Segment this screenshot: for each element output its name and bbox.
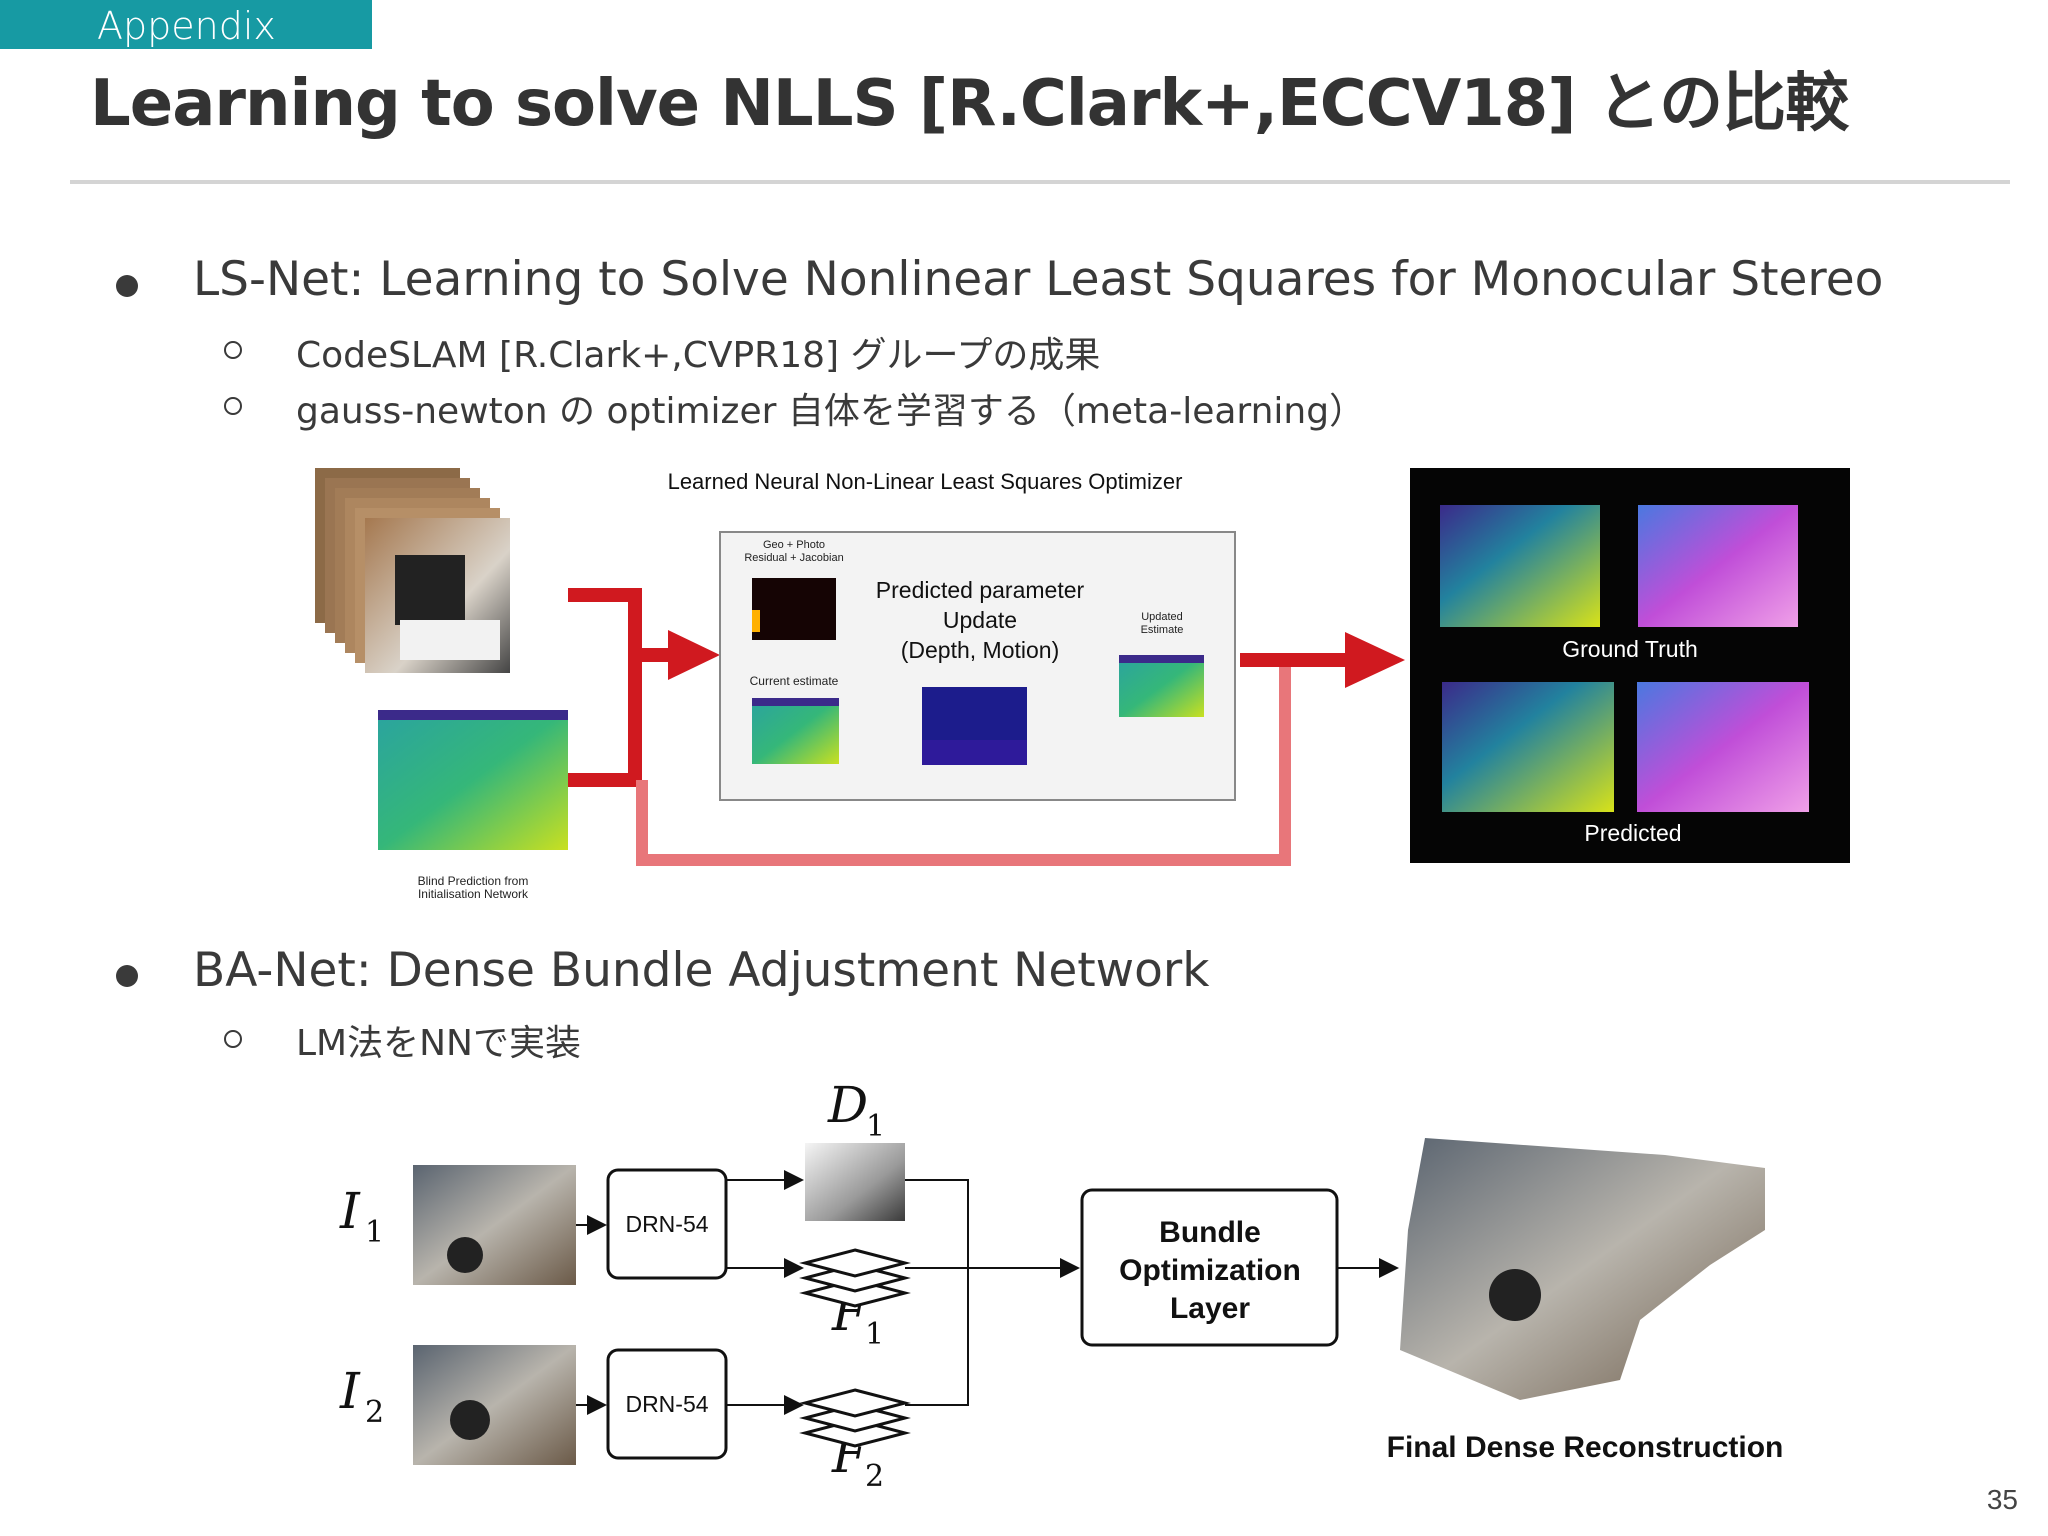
blind-prediction-label-2: Initialisation Network	[418, 887, 529, 901]
gt-normal-image	[1638, 505, 1798, 627]
sub-bullet-meta-learning: gauss-newton の optimizer 自体を学習する（meta-le…	[296, 391, 1366, 432]
dense-reconstruction-image	[1400, 1138, 1765, 1400]
section-tag-label: Appendix	[97, 4, 276, 48]
i1-symbol: I	[339, 1182, 361, 1240]
red-flow-arrows	[568, 588, 1405, 866]
residual-image	[752, 578, 836, 640]
bol-label-3: Layer	[1170, 1292, 1250, 1325]
depth-map-d1	[805, 1143, 905, 1221]
current-estimate-label: Current estimate	[750, 674, 839, 688]
updated-estimate-label-2: Estimate	[1141, 624, 1184, 636]
f2-subscript: 2	[865, 1459, 884, 1494]
sub-bullet-marker	[224, 341, 242, 359]
ground-truth-label: Ground Truth	[1562, 636, 1698, 662]
bullet-marker	[116, 965, 138, 987]
drn-box-top	[606, 1168, 728, 1280]
pred-depth-image	[1442, 682, 1614, 812]
sub-bullet-marker	[224, 1030, 242, 1048]
optimizer-title: Learned Neural Non-Linear Least Squares …	[668, 469, 1183, 494]
update-label-2: Update	[943, 607, 1017, 633]
final-reconstruction-label: Final Dense Reconstruction	[1387, 1431, 1784, 1464]
blind-prediction-label-1: Blind Prediction from	[418, 874, 529, 888]
sub-bullet-codeslam: CodeSLAM [R.Clark+,CVPR18] グループの成果	[296, 335, 1101, 376]
current-estimate-image	[752, 698, 839, 764]
pred-normal-image	[1637, 682, 1809, 812]
sub-bullet-marker	[224, 397, 242, 415]
bullet-marker	[116, 275, 138, 297]
initial-depth-map	[378, 710, 568, 850]
feature-stack-f1-icon	[799, 1248, 911, 1308]
page-title: Learning to solve NLLS [R.Clark+,ECCV18]…	[90, 67, 1849, 141]
update-label-1: Predicted parameter	[876, 577, 1085, 603]
input-image-1	[413, 1165, 576, 1285]
d1-subscript: 1	[866, 1109, 885, 1144]
predicted-label: Predicted	[1584, 820, 1681, 846]
section-tag: Appendix	[0, 0, 372, 49]
i1-subscript: 1	[365, 1215, 384, 1250]
gt-depth-image	[1440, 505, 1600, 627]
update-label-3: (Depth, Motion)	[901, 637, 1060, 663]
bol-label-2: Optimization	[1119, 1254, 1301, 1287]
banet-figure: I 1 I 2 D 1 F 1 F 2 DRN-54 DRN-54 Bundle…	[339, 1080, 1784, 1494]
f1-subscript: 1	[865, 1317, 884, 1352]
feature-stack-f2-icon	[799, 1388, 911, 1448]
lsnet-figure: Blind Prediction from Initialisation Net…	[315, 468, 1850, 901]
residual-label-2: Residual + Jacobian	[744, 552, 843, 564]
residual-label-1: Geo + Photo	[763, 539, 825, 551]
updated-estimate-image	[1119, 655, 1204, 717]
i2-symbol: I	[339, 1362, 361, 1420]
title-divider	[70, 180, 2010, 184]
updated-estimate-label-1: Updated	[1141, 611, 1183, 623]
d1-symbol: D	[827, 1080, 868, 1134]
bullet-lsnet: LS-Net: Learning to Solve Nonlinear Leas…	[193, 252, 1884, 307]
input-image-2	[413, 1345, 576, 1465]
i2-subscript: 2	[365, 1395, 384, 1430]
bullet-banet: BA-Net: Dense Bundle Adjustment Network	[193, 943, 1210, 998]
bol-label-1: Bundle	[1159, 1216, 1261, 1249]
drn-label-bottom: DRN-54	[625, 1391, 708, 1417]
drn-label-top: DRN-54	[625, 1211, 708, 1237]
input-image-stack	[315, 468, 510, 673]
sub-bullet-lm: LM法をNNで実装	[296, 1023, 581, 1064]
page-number: 35	[1986, 1484, 2018, 1515]
